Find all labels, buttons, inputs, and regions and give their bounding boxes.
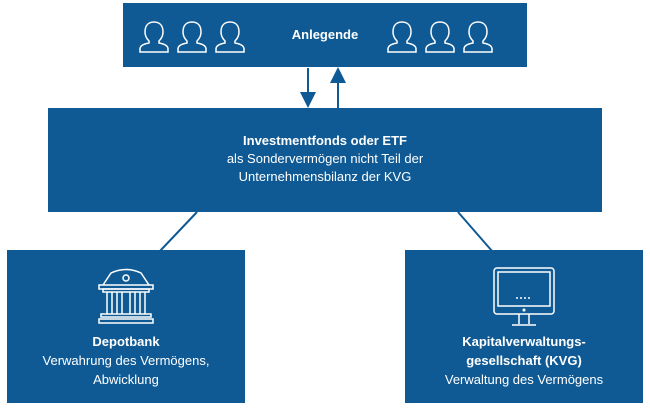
connector-left — [159, 211, 198, 252]
investors-box: Anlegende — [123, 3, 527, 67]
depotbank-line1: Verwahrung des Vermögens, — [42, 353, 210, 368]
fund-box: Investmentfonds oder ETF als Sondervermö… — [48, 108, 602, 212]
person-icon — [463, 21, 493, 53]
kvg-title-2: gesellschaft (KVG) — [466, 353, 582, 368]
fund-line2: Unternehmensbilanz der KVG — [238, 169, 412, 184]
person-icons-left — [138, 20, 246, 54]
kvg-title-1: Kapitalverwaltungs- — [462, 334, 586, 349]
person-icon — [177, 21, 207, 53]
kvg-line1: Verwaltung des Vermögens — [444, 372, 604, 387]
fund-line1: als Sondervermögen nicht Teil der — [226, 151, 424, 166]
fund-title: Investmentfonds oder ETF — [243, 133, 407, 148]
person-icon — [425, 21, 455, 53]
kvg-box: Kapitalverwaltungs- gesellschaft (KVG) V… — [405, 250, 643, 403]
depotbank-title: Depotbank — [92, 334, 160, 349]
person-icon — [387, 21, 417, 53]
person-icon — [215, 21, 245, 53]
person-icon — [139, 21, 169, 53]
monitor-icon — [493, 267, 555, 326]
depotbank-line2: Abwicklung — [93, 372, 159, 387]
person-icons-right — [386, 20, 494, 54]
investors-label: Anlegende — [291, 27, 359, 42]
depotbank-box: Depotbank Verwahrung des Vermögens, Abwi… — [7, 250, 245, 403]
connector-right — [457, 211, 493, 252]
bank-icon — [98, 268, 154, 324]
